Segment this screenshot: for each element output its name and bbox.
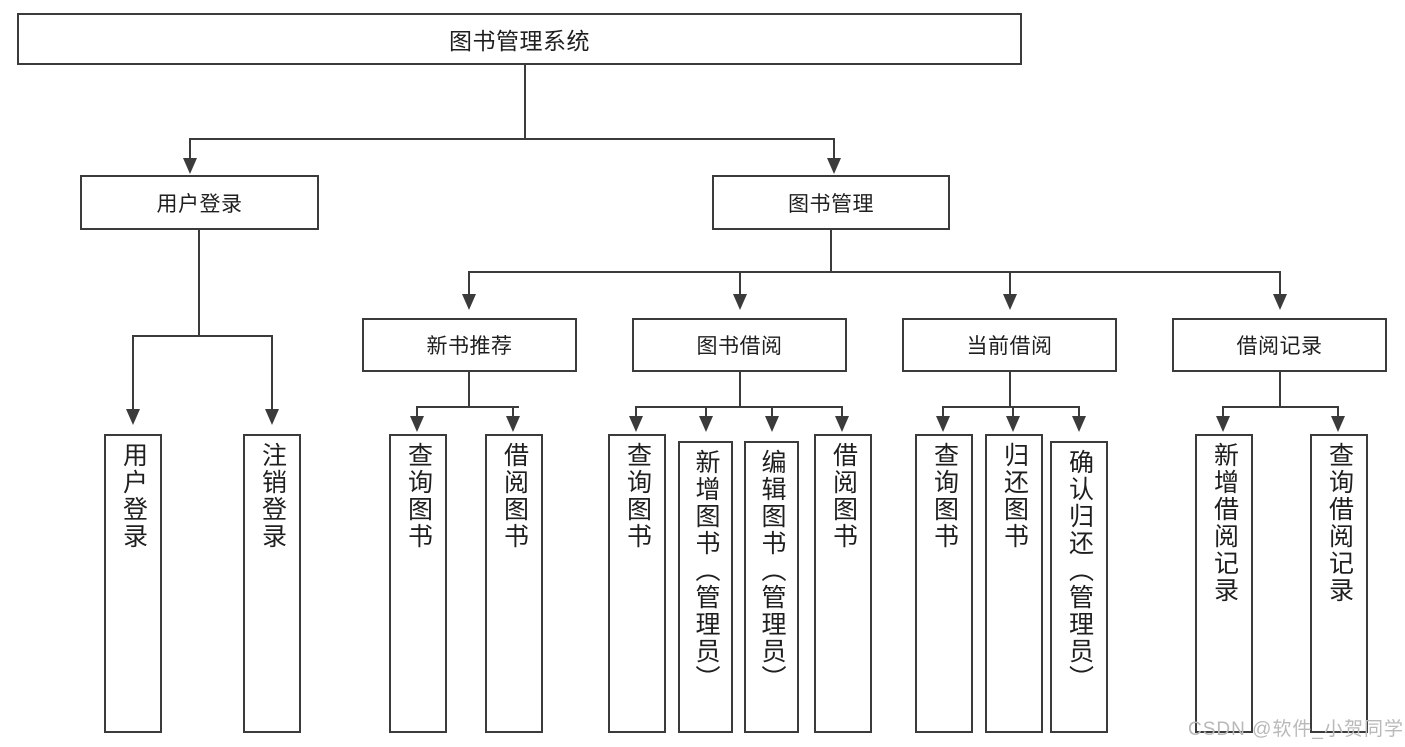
connector-user-login-stem [198, 230, 200, 336]
connector-borrow-record-bus [1223, 406, 1338, 408]
arrow-leaf-add-book [699, 416, 713, 432]
connector-new-book-stem [468, 372, 470, 407]
arrow-to-book-mgmt [827, 158, 841, 174]
leaf-edit-book-admin[interactable]: 编辑图书（管理员） [744, 441, 799, 733]
arrow-to-current-borrow [1003, 294, 1017, 310]
node-root-system[interactable]: 图书管理系统 [17, 13, 1022, 65]
connector-root-to-user-login [189, 138, 191, 160]
arrow-leaf-query-record [1331, 416, 1345, 432]
connector-current-borrow-stem [1009, 372, 1011, 407]
connector-book-borrow-drop-1 [635, 406, 637, 418]
connector-book-mgmt-bus [469, 271, 1281, 273]
arrow-to-new-book [462, 294, 476, 310]
leaf-query-borrow-record[interactable]: 查询借阅记录 [1310, 434, 1368, 733]
connector-root-bus [190, 138, 834, 140]
leaf-borrow-book-borrow[interactable]: 借阅图书 [814, 434, 872, 733]
arrow-leaf-edit-book [765, 416, 779, 432]
connector-book-borrow-stem [739, 372, 741, 407]
node-label: 图书借阅 [696, 335, 783, 358]
leaf-query-book-new[interactable]: 查询图书 [389, 434, 447, 733]
leaf-label: 注销登录 [258, 442, 287, 550]
leaf-label: 查询图书 [404, 442, 433, 550]
leaf-query-book-current[interactable]: 查询图书 [915, 434, 973, 733]
leaf-borrow-book-new[interactable]: 借阅图书 [485, 434, 543, 733]
connector-borrow-record-drop-1 [1222, 406, 1224, 418]
node-book-borrow[interactable]: 图书借阅 [632, 318, 847, 372]
connector-current-borrow-drop-3 [1078, 406, 1080, 418]
connector-borrow-record-drop-2 [1337, 406, 1339, 418]
connector-to-current-borrow [1009, 271, 1011, 296]
arrow-leaf-logout [265, 409, 279, 425]
arrow-leaf-query-book-1 [410, 416, 424, 432]
node-new-book-recommend[interactable]: 新书推荐 [362, 318, 577, 372]
arrow-leaf-user-login [126, 409, 140, 425]
leaf-confirm-return-admin[interactable]: 确认归还（管理员） [1050, 441, 1108, 733]
arrow-to-book-borrow [733, 294, 747, 310]
connector-book-borrow-drop-3 [771, 406, 773, 418]
arrow-leaf-query-book-2 [629, 416, 643, 432]
arrow-to-borrow-record [1273, 294, 1287, 310]
leaf-label: 借阅图书 [829, 442, 858, 550]
node-label: 借阅记录 [1236, 335, 1323, 358]
connector-user-login-bus [133, 335, 272, 337]
leaf-label: 新增图书（管理员） [692, 449, 720, 692]
arrow-leaf-return-book [1006, 416, 1020, 432]
connector-to-borrow-record [1279, 271, 1281, 296]
connector-to-new-book [468, 271, 470, 296]
leaf-label: 用户登录 [119, 442, 148, 550]
leaf-label: 确认归还（管理员） [1065, 449, 1094, 692]
connector-book-borrow-bus [636, 406, 843, 408]
connector-user-login-drop-1 [132, 335, 134, 411]
leaf-label: 查询图书 [623, 442, 652, 550]
arrow-to-user-login [183, 158, 197, 174]
node-current-borrow[interactable]: 当前借阅 [902, 318, 1117, 372]
arrow-leaf-confirm-return [1072, 416, 1086, 432]
connector-new-book-drop-2 [512, 406, 514, 418]
connector-new-book-bus [417, 406, 519, 408]
leaf-label: 查询借阅记录 [1325, 442, 1354, 604]
leaf-add-borrow-record[interactable]: 新增借阅记录 [1195, 434, 1253, 733]
connector-current-borrow-bus [943, 406, 1080, 408]
leaf-label: 编辑图书（管理员） [758, 449, 786, 692]
arrow-leaf-add-record [1216, 416, 1230, 432]
leaf-add-book-admin[interactable]: 新增图书（管理员） [678, 441, 733, 733]
node-user-login[interactable]: 用户登录 [80, 175, 319, 230]
node-borrow-record[interactable]: 借阅记录 [1172, 318, 1387, 372]
node-book-management[interactable]: 图书管理 [712, 175, 950, 230]
leaf-label: 借阅图书 [500, 442, 529, 550]
node-label: 新书推荐 [426, 335, 513, 358]
arrow-leaf-borrow-book-2 [835, 416, 849, 432]
arrow-leaf-borrow-book-1 [506, 416, 520, 432]
csdn-watermark: CSDN @软件_小贺同学 [1188, 719, 1404, 740]
leaf-label: 归还图书 [1000, 442, 1029, 550]
connector-root-stem [524, 65, 526, 139]
connector-book-borrow-drop-2 [705, 406, 707, 418]
leaf-logout[interactable]: 注销登录 [243, 434, 301, 733]
connector-book-borrow-drop-4 [841, 406, 843, 418]
leaf-label: 新增借阅记录 [1210, 442, 1239, 604]
node-label: 图书管理 [788, 192, 874, 216]
node-label: 当前借阅 [966, 335, 1053, 358]
connector-book-mgmt-stem [830, 230, 832, 272]
arrow-leaf-query-book-3 [936, 416, 950, 432]
leaf-label: 查询图书 [930, 442, 959, 550]
leaf-query-book-borrow[interactable]: 查询图书 [608, 434, 666, 733]
connector-to-book-borrow [739, 271, 741, 296]
connector-borrow-record-stem [1279, 372, 1281, 407]
leaf-user-login[interactable]: 用户登录 [104, 434, 162, 733]
leaf-return-book[interactable]: 归还图书 [985, 434, 1043, 733]
connector-user-login-drop-2 [271, 335, 273, 411]
connector-new-book-drop-1 [416, 406, 418, 418]
connector-current-borrow-drop-1 [942, 406, 944, 418]
node-label: 图书管理系统 [449, 28, 590, 54]
connector-root-to-book-mgmt [833, 138, 835, 160]
connector-current-borrow-drop-2 [1012, 406, 1014, 418]
node-label: 用户登录 [156, 192, 243, 216]
